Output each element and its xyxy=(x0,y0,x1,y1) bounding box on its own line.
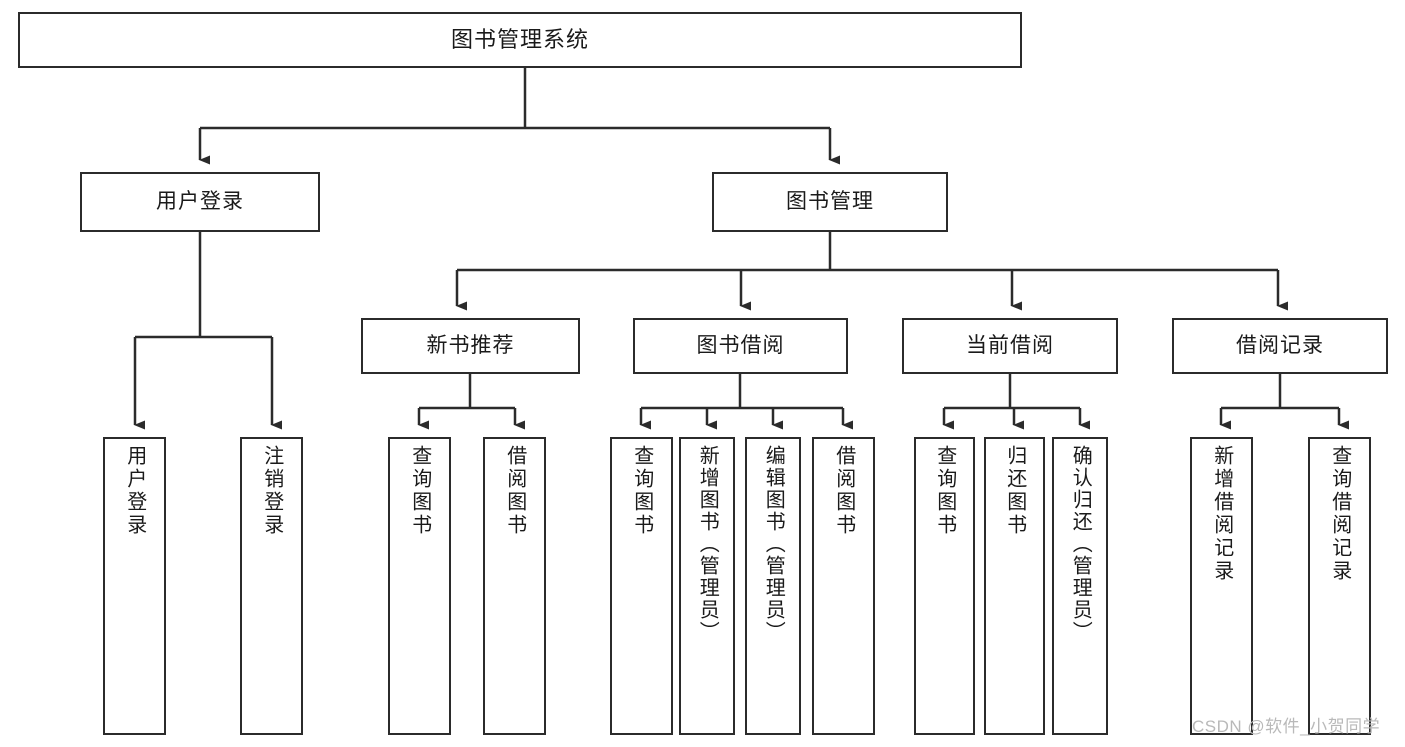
node-leaf-user-login[interactable]: 用户登录 xyxy=(103,437,166,735)
node-leaf-edit-book-admin[interactable]: 编辑图书（管理员） xyxy=(745,437,801,735)
csdn-watermark: CSDN @软件_小贺同学 xyxy=(1192,717,1381,736)
node-leaf-borrow-book[interactable]: 借阅图书 xyxy=(812,437,875,735)
node-label: 新增图书（管理员） xyxy=(696,445,719,643)
node-leaf-query-book-borrow[interactable]: 查询图书 xyxy=(610,437,673,735)
node-label: 查询借阅记录 xyxy=(1328,445,1351,583)
node-label: 归还图书 xyxy=(1003,445,1026,537)
node-label: 图书管理系统 xyxy=(450,26,589,52)
node-leaf-borrow-book-recommend[interactable]: 借阅图书 xyxy=(483,437,546,735)
node-current-borrowing[interactable]: 当前借阅 xyxy=(902,318,1118,374)
node-label: 借阅图书 xyxy=(503,445,526,537)
node-label: 图书借阅 xyxy=(696,334,785,358)
node-leaf-query-book-recommend[interactable]: 查询图书 xyxy=(388,437,451,735)
node-label: 新增借阅记录 xyxy=(1210,445,1233,583)
node-root-system[interactable]: 图书管理系统 xyxy=(18,12,1022,68)
node-book-management[interactable]: 图书管理 xyxy=(712,172,948,232)
node-label: 确认归还（管理员） xyxy=(1069,445,1092,643)
node-leaf-add-book-admin[interactable]: 新增图书（管理员） xyxy=(679,437,735,735)
node-borrowing-record[interactable]: 借阅记录 xyxy=(1172,318,1388,374)
node-leaf-return-book[interactable]: 归还图书 xyxy=(984,437,1045,735)
node-label: 新书推荐 xyxy=(426,334,515,358)
node-label: 借阅图书 xyxy=(832,445,855,537)
node-leaf-confirm-return-admin[interactable]: 确认归还（管理员） xyxy=(1052,437,1108,735)
node-label: 用户登录 xyxy=(123,445,146,537)
node-label: 查询图书 xyxy=(933,445,956,537)
node-label: 注销登录 xyxy=(260,445,283,537)
node-user-login[interactable]: 用户登录 xyxy=(80,172,320,232)
node-label: 图书管理 xyxy=(786,190,874,214)
node-label: 查询图书 xyxy=(408,445,431,537)
node-label: 编辑图书（管理员） xyxy=(762,445,785,643)
node-label: 借阅记录 xyxy=(1236,334,1324,358)
node-leaf-query-borrow-record[interactable]: 查询借阅记录 xyxy=(1308,437,1371,735)
node-leaf-query-book-current[interactable]: 查询图书 xyxy=(914,437,975,735)
node-new-book-recommendation[interactable]: 新书推荐 xyxy=(361,318,580,374)
node-label: 用户登录 xyxy=(156,190,244,214)
node-book-borrowing[interactable]: 图书借阅 xyxy=(633,318,848,374)
node-label: 查询图书 xyxy=(630,445,653,537)
node-label: 当前借阅 xyxy=(966,334,1054,358)
node-leaf-add-borrow-record[interactable]: 新增借阅记录 xyxy=(1190,437,1253,735)
node-leaf-logout[interactable]: 注销登录 xyxy=(240,437,303,735)
